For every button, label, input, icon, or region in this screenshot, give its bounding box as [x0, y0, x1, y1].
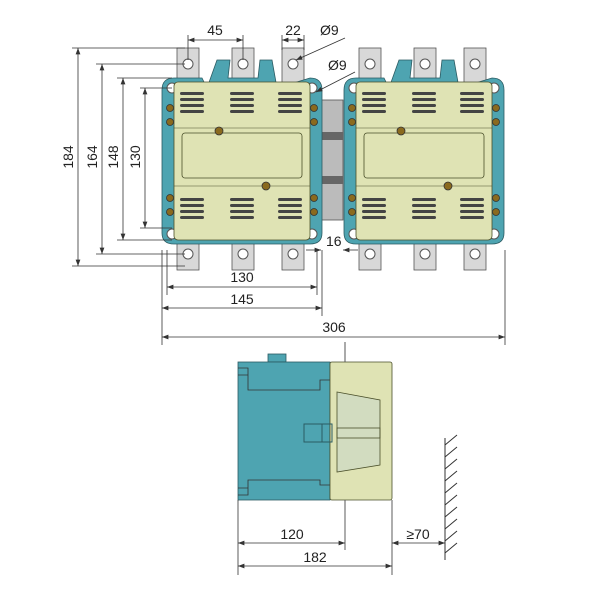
dim-terminal-width: 22 — [285, 22, 301, 38]
dim-pitch: 45 — [207, 22, 223, 38]
dim-depth-120: 120 — [280, 526, 304, 542]
dim-depth-182: 182 — [303, 549, 327, 565]
dim-height-184: 184 — [60, 145, 76, 169]
dim-mount-hole: Ø9 — [328, 57, 347, 73]
interlock-bridge — [320, 99, 344, 221]
dim-height-164: 164 — [84, 145, 100, 169]
dim-width-306: 306 — [322, 319, 346, 335]
dim-clearance: ≥70 — [406, 526, 429, 542]
dim-width-145: 145 — [230, 291, 254, 307]
contactor-left — [161, 47, 323, 271]
dim-terminal-hole: Ø9 — [320, 22, 339, 38]
top-view: 45 22 Ø9 Ø9 184 164 148 130 16 130 145 3… — [60, 22, 506, 345]
dim-height-148: 148 — [105, 145, 121, 169]
side-view: 120 182 ≥70 — [237, 342, 458, 575]
dim-width-130: 130 — [230, 269, 254, 285]
mounting-wall — [444, 434, 458, 560]
dim-gap-16: 16 — [326, 233, 342, 249]
dim-height-130: 130 — [127, 145, 143, 169]
contactor-right — [343, 47, 505, 271]
